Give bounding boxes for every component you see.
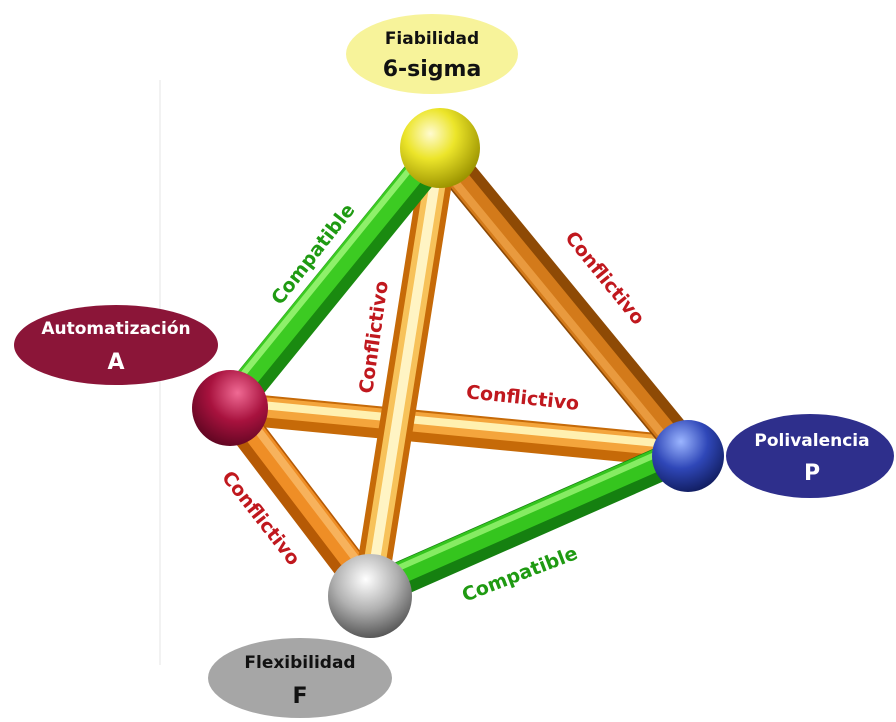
node-automatizacion-code: A: [107, 350, 124, 375]
rod-fiabilidad-flexibilidad: [353, 133, 457, 609]
sphere-flexibilidad: [328, 554, 412, 638]
rod-flexibilidad-polivalencia: [353, 435, 705, 609]
node-flexibilidad-title: Flexibilidad: [244, 653, 355, 673]
sphere-fiabilidad: [400, 108, 480, 188]
node-fiabilidad: Fiabilidad 6-sigma: [346, 14, 518, 94]
sphere-polivalencia: [652, 420, 724, 492]
node-fiabilidad-title: Fiabilidad: [385, 29, 479, 49]
node-fiabilidad-code: 6-sigma: [383, 57, 482, 82]
node-fiabilidad-bubble: [346, 14, 518, 94]
rod-automatizacion-polivalencia: [214, 392, 704, 468]
node-automatizacion: Automatización A: [14, 305, 218, 385]
node-polivalencia: Polivalencia P: [726, 414, 894, 498]
rods: [213, 133, 705, 609]
rod-automatizacion-fiabilidad: [213, 133, 457, 425]
node-polivalencia-bubble: [726, 414, 894, 498]
node-flexibilidad-code: F: [292, 684, 307, 709]
node-polivalencia-title: Polivalencia: [754, 431, 869, 451]
rod-fiabilidad-polivalencia: [423, 133, 705, 469]
node-flexibilidad-bubble: [208, 638, 392, 718]
node-automatizacion-title: Automatización: [41, 319, 190, 339]
node-polivalencia-code: P: [804, 461, 820, 486]
sphere-automatizacion: [192, 370, 268, 446]
spheres: [192, 108, 724, 638]
node-flexibilidad: Flexibilidad F: [208, 638, 392, 718]
node-automatizacion-bubble: [14, 305, 218, 385]
edge-label-automatizacion-polivalencia: Conflictivo: [465, 381, 580, 415]
